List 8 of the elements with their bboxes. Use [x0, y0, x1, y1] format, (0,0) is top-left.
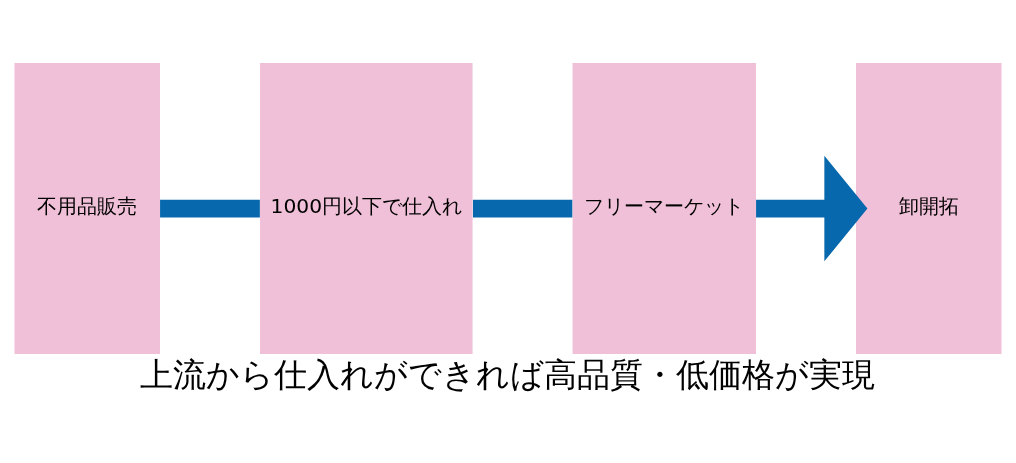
connector	[160, 199, 260, 217]
node-box: 卸開拓	[856, 62, 1002, 354]
node-box: フリーマーケット	[572, 62, 757, 354]
caption: 上流から仕入れができれば高品質・低価格が実現	[140, 354, 876, 393]
node-box: 1000円以下で仕入れ	[259, 62, 473, 354]
connector	[472, 199, 573, 217]
arrow	[756, 155, 868, 261]
node-box: 不用品販売	[14, 62, 160, 354]
